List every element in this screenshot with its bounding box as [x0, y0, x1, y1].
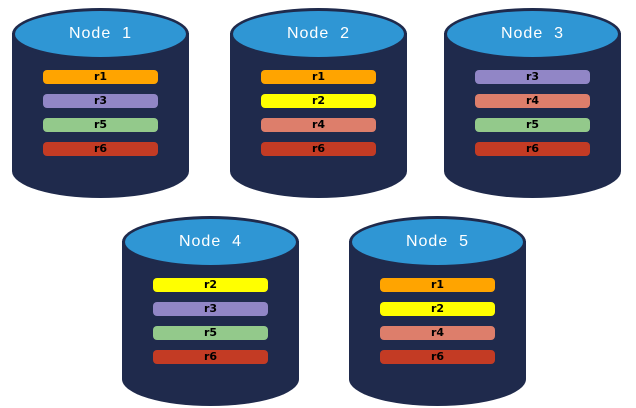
replica-bar-r2: r2 — [153, 278, 268, 292]
cylinder-top: Node 1 — [12, 8, 189, 60]
replica-bar-r5: r5 — [43, 118, 158, 132]
node-cylinder-1: Node 1 r1 r3 r5 r6 — [12, 8, 189, 198]
replica-list: r1 r2 r4 r6 — [261, 70, 376, 156]
replica-bar-r3: r3 — [43, 94, 158, 108]
replica-list: r2 r3 r5 r6 — [153, 278, 268, 364]
replica-list: r1 r3 r5 r6 — [43, 70, 158, 156]
replica-bar-r3: r3 — [153, 302, 268, 316]
replica-bar-r6: r6 — [475, 142, 590, 156]
node-cylinder-5: Node 5 r1 r2 r4 r6 — [349, 216, 526, 406]
replica-bar-r5: r5 — [475, 118, 590, 132]
cylinder-top: Node 3 — [444, 8, 621, 60]
replica-bar-r6: r6 — [261, 142, 376, 156]
replica-bar-r6: r6 — [153, 350, 268, 364]
cylinder-body — [12, 33, 189, 198]
cylinder-top: Node 5 — [349, 216, 526, 268]
cylinder-top: Node 4 — [122, 216, 299, 268]
node-title: Node 2 — [286, 25, 351, 42]
node-cylinder-4: Node 4 r2 r3 r5 r6 — [122, 216, 299, 406]
node-cylinder-2: Node 2 r1 r2 r4 r6 — [230, 8, 407, 198]
replica-bar-r1: r1 — [261, 70, 376, 84]
cylinder-body — [230, 33, 407, 198]
cylinder-body — [122, 241, 299, 406]
node-cylinder-3: Node 3 r3 r4 r5 r6 — [444, 8, 621, 198]
node-title: Node 1 — [68, 25, 133, 42]
replica-bar-r4: r4 — [261, 118, 376, 132]
replica-bar-r4: r4 — [475, 94, 590, 108]
replica-bar-r2: r2 — [380, 302, 495, 316]
replica-bar-r3: r3 — [475, 70, 590, 84]
cylinder-body — [444, 33, 621, 198]
replica-list: r1 r2 r4 r6 — [380, 278, 495, 364]
replica-bar-r2: r2 — [261, 94, 376, 108]
replica-bar-r1: r1 — [380, 278, 495, 292]
replica-bar-r1: r1 — [43, 70, 158, 84]
replica-bar-r6: r6 — [43, 142, 158, 156]
cylinder-body — [349, 241, 526, 406]
replica-bar-r5: r5 — [153, 326, 268, 340]
node-title: Node 5 — [405, 233, 470, 250]
cylinder-top: Node 2 — [230, 8, 407, 60]
replica-bar-r4: r4 — [380, 326, 495, 340]
node-title: Node 4 — [178, 233, 243, 250]
node-title: Node 3 — [500, 25, 565, 42]
replica-list: r3 r4 r5 r6 — [475, 70, 590, 156]
replica-bar-r6: r6 — [380, 350, 495, 364]
